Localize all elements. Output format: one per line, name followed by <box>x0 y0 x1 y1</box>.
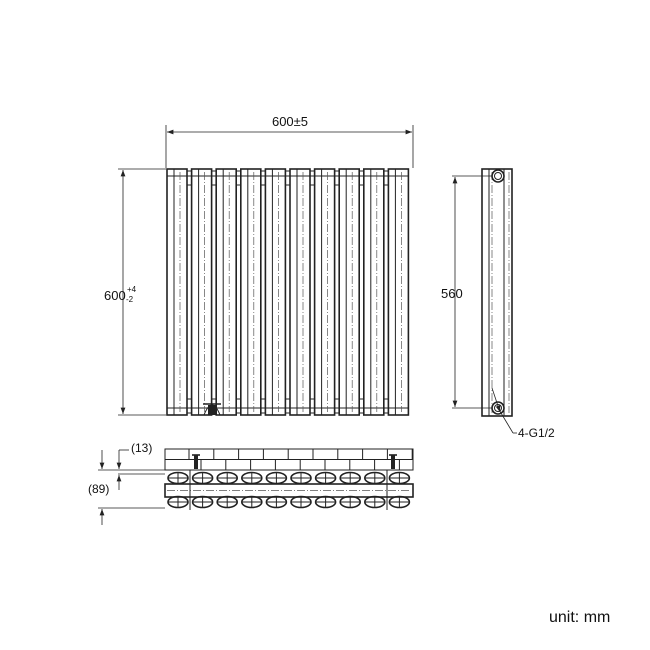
side-view: 560 4-G1/2 <box>441 168 555 440</box>
height-dimension: 600 +4 -2 <box>104 168 166 416</box>
radiator-column <box>289 168 311 416</box>
column-section <box>216 471 238 485</box>
radiator-column <box>313 168 336 416</box>
column-section <box>339 471 362 485</box>
column-section <box>191 471 214 485</box>
plan-view <box>164 448 414 510</box>
column-section <box>191 495 214 509</box>
column-section <box>314 495 337 509</box>
column-section <box>241 495 263 509</box>
depth-dim-label: (89) <box>88 482 109 496</box>
radiator-column <box>240 168 262 416</box>
wall-bracket-icon <box>189 454 200 510</box>
height-tol-upper: +4 <box>127 285 137 294</box>
radiator-column <box>387 168 410 416</box>
unit-label: unit: mm <box>549 609 611 626</box>
column-section <box>363 471 386 485</box>
header-bar <box>164 483 414 498</box>
connection-label: 4-G1/2 <box>518 426 555 440</box>
plan-dimensions: (13) (89) <box>88 441 165 525</box>
column-section <box>339 495 362 509</box>
width-dimension: 600±5 <box>165 114 414 168</box>
wall-bracket-icon <box>386 454 397 510</box>
radiator-column <box>215 168 237 416</box>
radiator-column <box>338 168 361 416</box>
column-section <box>290 471 312 485</box>
column-section <box>167 471 189 485</box>
width-dim-label: 600±5 <box>272 114 308 129</box>
column-section <box>314 471 337 485</box>
column-section <box>363 495 386 509</box>
column-section <box>265 471 288 485</box>
height-dim-label: 600 <box>104 288 126 303</box>
column-section <box>388 471 411 485</box>
column-section <box>290 495 312 509</box>
radiator-column <box>190 168 213 416</box>
top-connection-icon <box>491 169 505 183</box>
column-section <box>388 495 411 509</box>
centers-dim-label: 560 <box>441 286 463 301</box>
radiator-column <box>166 168 188 416</box>
radiator-column <box>362 168 385 416</box>
wall-gap-dim-label: (13) <box>131 441 152 455</box>
radiator-column <box>264 168 287 416</box>
height-tol-lower: -2 <box>126 295 134 304</box>
column-section <box>216 495 238 509</box>
front-view <box>166 168 410 416</box>
valve-icon <box>203 403 221 416</box>
column-section <box>265 495 288 509</box>
column-section <box>241 471 263 485</box>
column-section <box>167 495 189 509</box>
